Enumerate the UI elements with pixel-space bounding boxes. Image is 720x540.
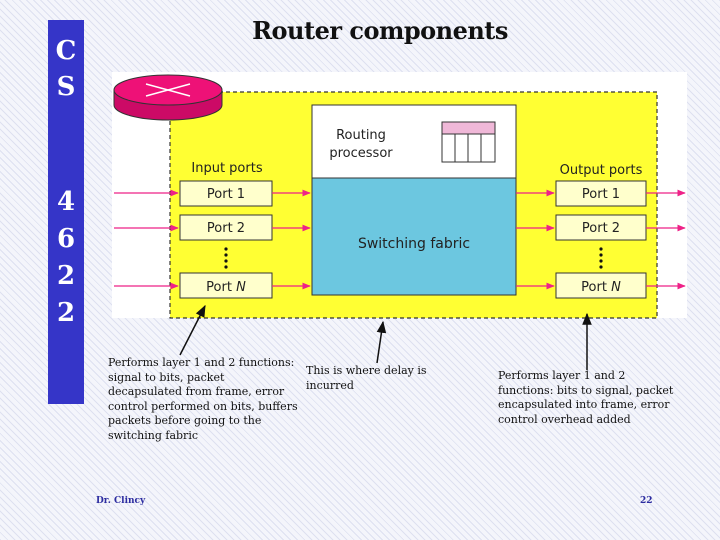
fabric-caption: This is where delay is incurred — [306, 364, 427, 392]
switching-fabric-label: Switching fabric — [358, 236, 470, 252]
author-footer: Dr. Clincy — [96, 496, 146, 506]
sidebar-course-code: C S 4 6 2 2 — [48, 20, 84, 404]
input-port-caption: Performs layer 1 and 2 functions: signal… — [108, 356, 298, 442]
output-port-2-label: Port 2 — [582, 221, 620, 236]
input-port-1-label: Port 1 — [207, 187, 245, 202]
routing-processor-label-line2: processor — [329, 146, 393, 161]
slide-title: Router components — [252, 16, 508, 45]
page-number: 22 — [640, 496, 653, 506]
sidebar-letter: 2 — [56, 261, 76, 291]
sidebar-letter: S — [56, 72, 76, 102]
input-port-n-label: Port N — [206, 280, 246, 295]
input-ports-label: Input ports — [191, 161, 262, 176]
input-port-n — [179, 272, 273, 299]
output-port-n-label: Port N — [581, 280, 621, 295]
output-port-n — [555, 272, 647, 299]
input-ellipsis — [224, 247, 228, 269]
input-port-2-label: Port 2 — [207, 221, 245, 236]
output-ports-label: Output ports — [560, 163, 643, 178]
output-port-caption: Performs layer 1 and 2 functions: bits t… — [498, 369, 674, 426]
router-icon — [113, 74, 223, 121]
routing-table-icon — [441, 121, 496, 163]
sidebar-letter: C — [55, 36, 77, 66]
input-port-2 — [179, 214, 273, 241]
routing-processor-label-line1: Routing — [336, 128, 386, 143]
fabric-pointer-arrow — [376, 320, 387, 364]
output-ellipsis — [599, 247, 603, 269]
switching-fabric-box — [311, 177, 517, 296]
output-port-2 — [555, 214, 647, 241]
sidebar-letter: 6 — [56, 224, 76, 254]
sidebar-letter: 4 — [56, 187, 76, 217]
input-pointer-arrow — [179, 304, 206, 356]
output-port-1-label: Port 1 — [582, 187, 620, 202]
output-port-1 — [555, 180, 647, 207]
sidebar-letter: 2 — [56, 298, 76, 328]
